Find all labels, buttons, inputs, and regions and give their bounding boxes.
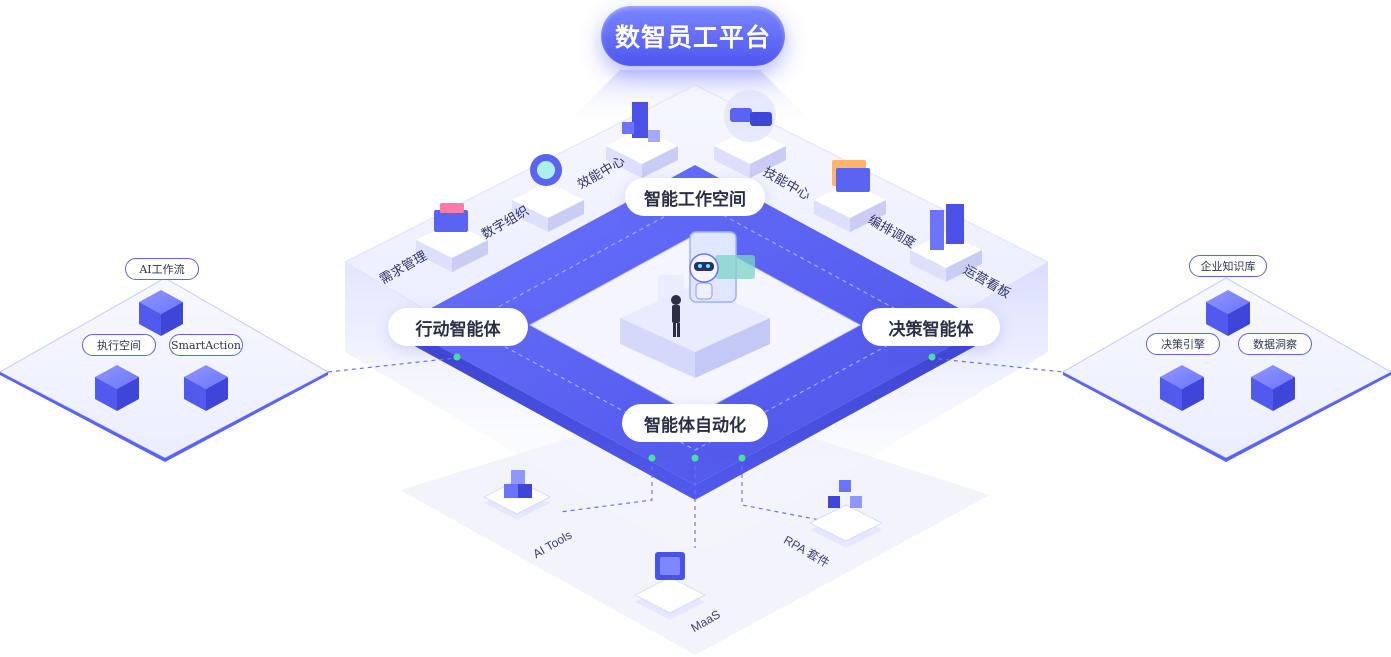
center-pedestal-right	[695, 318, 770, 378]
tag-execution-space: 执行空间	[82, 334, 156, 356]
pill-smart-workspace: 智能工作空间	[625, 178, 765, 216]
right-connector-node	[928, 353, 936, 361]
left-connector-node	[453, 353, 461, 361]
right-cube-3	[1251, 365, 1295, 411]
left-cube-1	[139, 290, 183, 336]
tag-decision-engine: 决策引擎	[1146, 333, 1220, 355]
right-connector	[929, 357, 1064, 373]
left-cube-3	[184, 365, 228, 411]
tag-smartaction: SmartAction	[169, 334, 243, 356]
ring-track	[463, 199, 927, 451]
tag-ai-workflow: AI工作流	[125, 258, 199, 280]
maas-stack	[633, 552, 707, 620]
maas-node	[691, 454, 699, 462]
module-jineng-zhongxin	[714, 90, 786, 178]
pill-action-agent: 行动智能体	[388, 308, 528, 346]
rpa-stack	[808, 480, 884, 548]
module-yunying-kanban	[910, 204, 982, 282]
left-cube-2	[95, 365, 139, 411]
left-connector	[327, 357, 456, 373]
tag-enterprise-kb: 企业知识库	[1189, 255, 1267, 277]
ai-tools-node	[648, 454, 656, 462]
module-xuqiu-guanli	[416, 203, 488, 272]
module-xiaoneng-zhongxin	[606, 102, 678, 178]
platform-title: 数智员工平台	[601, 6, 785, 66]
right-cube-1	[1206, 290, 1250, 336]
right-cube-2	[1160, 365, 1204, 411]
rpa-connector	[741, 458, 821, 521]
tag-data-insight: 数据洞察	[1238, 333, 1312, 355]
pill-decision-agent: 决策智能体	[862, 308, 1000, 346]
module-bianpai-diaodu	[814, 160, 886, 232]
rpa-node	[738, 454, 746, 462]
module-shuzi-zuzhi	[512, 154, 584, 232]
ai-tools-connector	[559, 458, 653, 513]
ai-tools-stack	[482, 470, 552, 520]
center-robot-scene	[658, 231, 755, 337]
pill-agent-automation: 智能体自动化	[622, 404, 768, 442]
center-pedestal-left	[620, 318, 695, 378]
